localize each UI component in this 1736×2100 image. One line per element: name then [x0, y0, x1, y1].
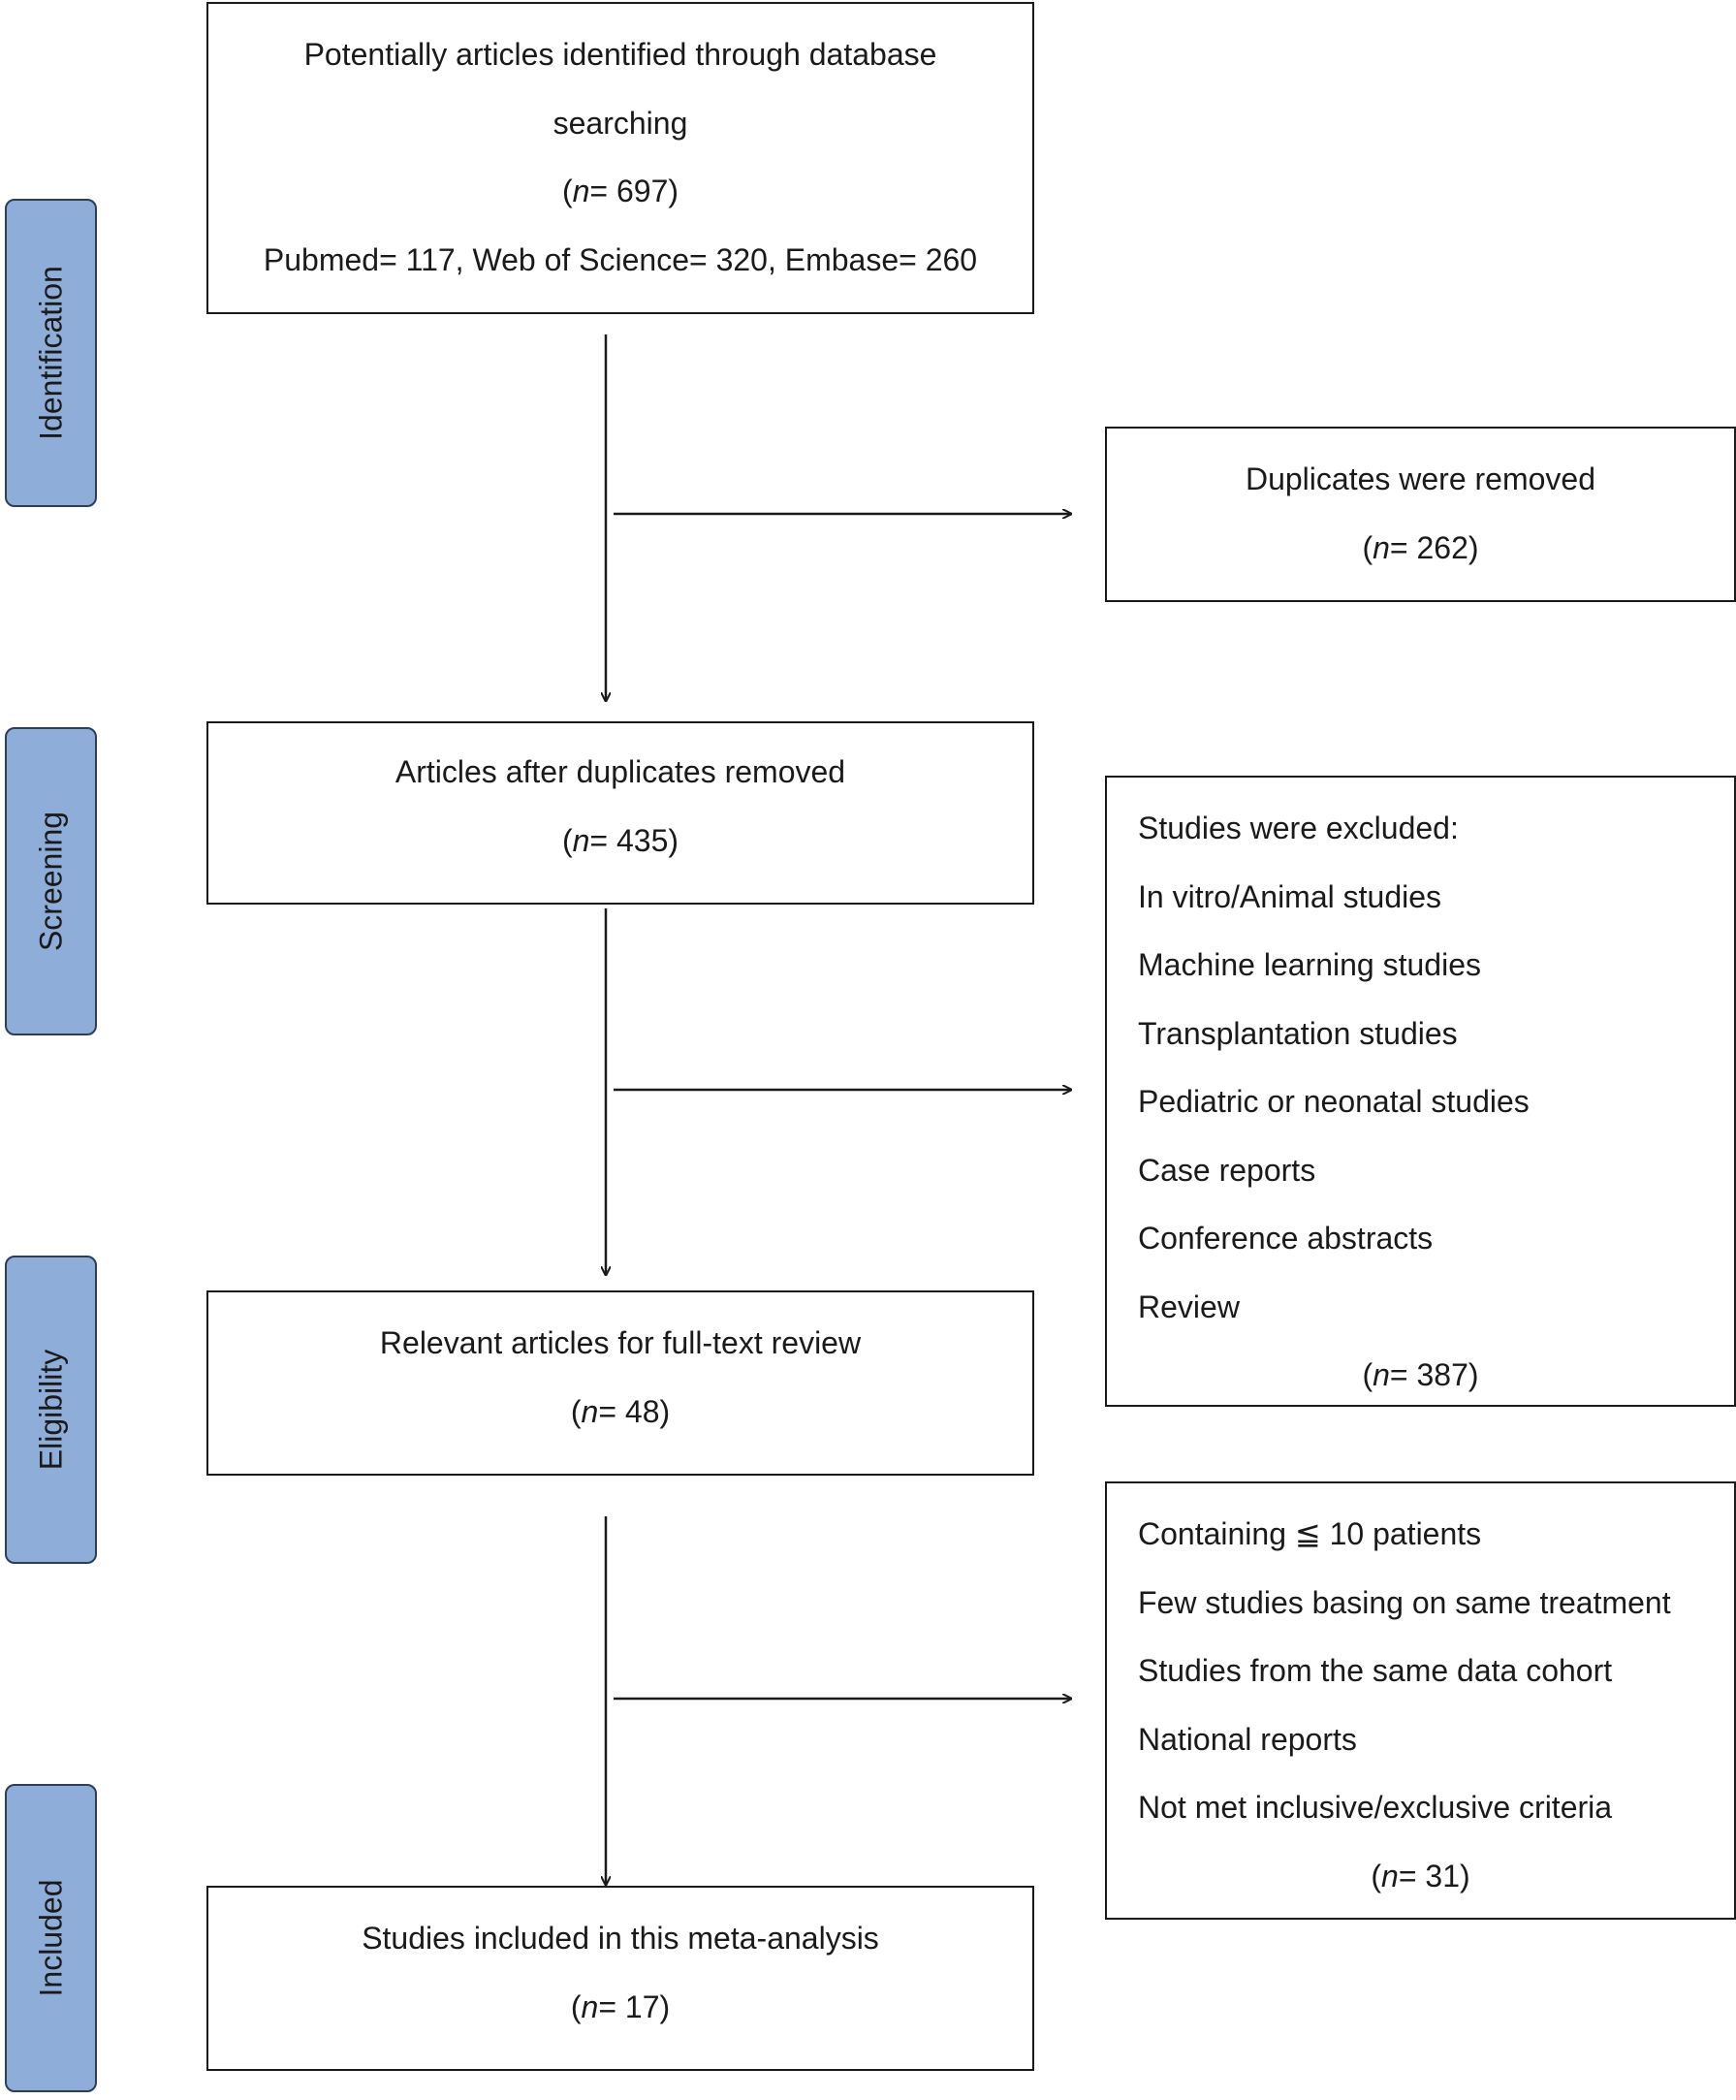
exclusion-item: Containing ≦ 10 patients: [1138, 1516, 1482, 1551]
full-text-review-box: Relevant articles for full-text review (…: [206, 1290, 1034, 1476]
excluded-eligibility-box: Containing ≦ 10 patients Few studies bas…: [1105, 1481, 1736, 1920]
exclusion-item: Conference abstracts: [1138, 1221, 1434, 1256]
box-title: Potentially articles identified through …: [303, 37, 937, 72]
count-label: (n= 48): [570, 1394, 671, 1429]
included-box: Studies included in this meta-analysis (…: [206, 1886, 1034, 2071]
exclusion-item: Not met inclusive/exclusive criteria: [1138, 1790, 1613, 1825]
count-label: (n= 387): [1362, 1357, 1479, 1392]
box-title: Duplicates were removed: [1245, 461, 1596, 496]
stage-identification: Identification: [5, 199, 97, 507]
exclusion-item: Case reports: [1138, 1153, 1316, 1188]
exclusion-item: Studies from the same data cohort: [1138, 1653, 1613, 1688]
box-title-cont: searching: [552, 106, 688, 141]
exclusion-item: Few studies basing on same treatment: [1138, 1585, 1671, 1620]
exclusion-item: Machine learning studies: [1138, 947, 1481, 982]
box-title: Articles after duplicates removed: [395, 754, 846, 789]
source-counts: Pubmed= 117, Web of Science= 320, Embase…: [263, 242, 978, 277]
stage-screening: Screening: [5, 727, 97, 1035]
box-title: Relevant articles for full-text review: [379, 1325, 862, 1360]
identified-box: Potentially articles identified through …: [206, 2, 1034, 314]
stage-eligibility: Eligibility: [5, 1256, 97, 1564]
box-title: Studies included in this meta-analysis: [362, 1921, 879, 1956]
excluded-screening-box: Studies were excluded: In vitro/Animal s…: [1105, 776, 1736, 1407]
after-duplicates-box: Articles after duplicates removed (n= 43…: [206, 721, 1034, 905]
count-label: (n= 435): [561, 823, 679, 858]
stage-included: Included: [5, 1784, 97, 2092]
exclusion-item: National reports: [1138, 1722, 1357, 1757]
count-label: (n= 17): [570, 1989, 671, 2024]
exclusion-item: Transplantation studies: [1138, 1016, 1458, 1051]
duplicates-box: Duplicates were removed (n= 262): [1105, 427, 1736, 602]
exclusion-item: Pediatric or neonatal studies: [1138, 1084, 1530, 1119]
exclusion-item: In vitro/Animal studies: [1138, 879, 1442, 914]
exclusion-item: Review: [1138, 1289, 1240, 1324]
count-label: (n= 262): [1362, 530, 1479, 565]
count-label: (n= 697): [561, 174, 679, 208]
count-label: (n= 31): [1371, 1859, 1470, 1893]
exclusion-heading: Studies were excluded:: [1138, 811, 1459, 845]
